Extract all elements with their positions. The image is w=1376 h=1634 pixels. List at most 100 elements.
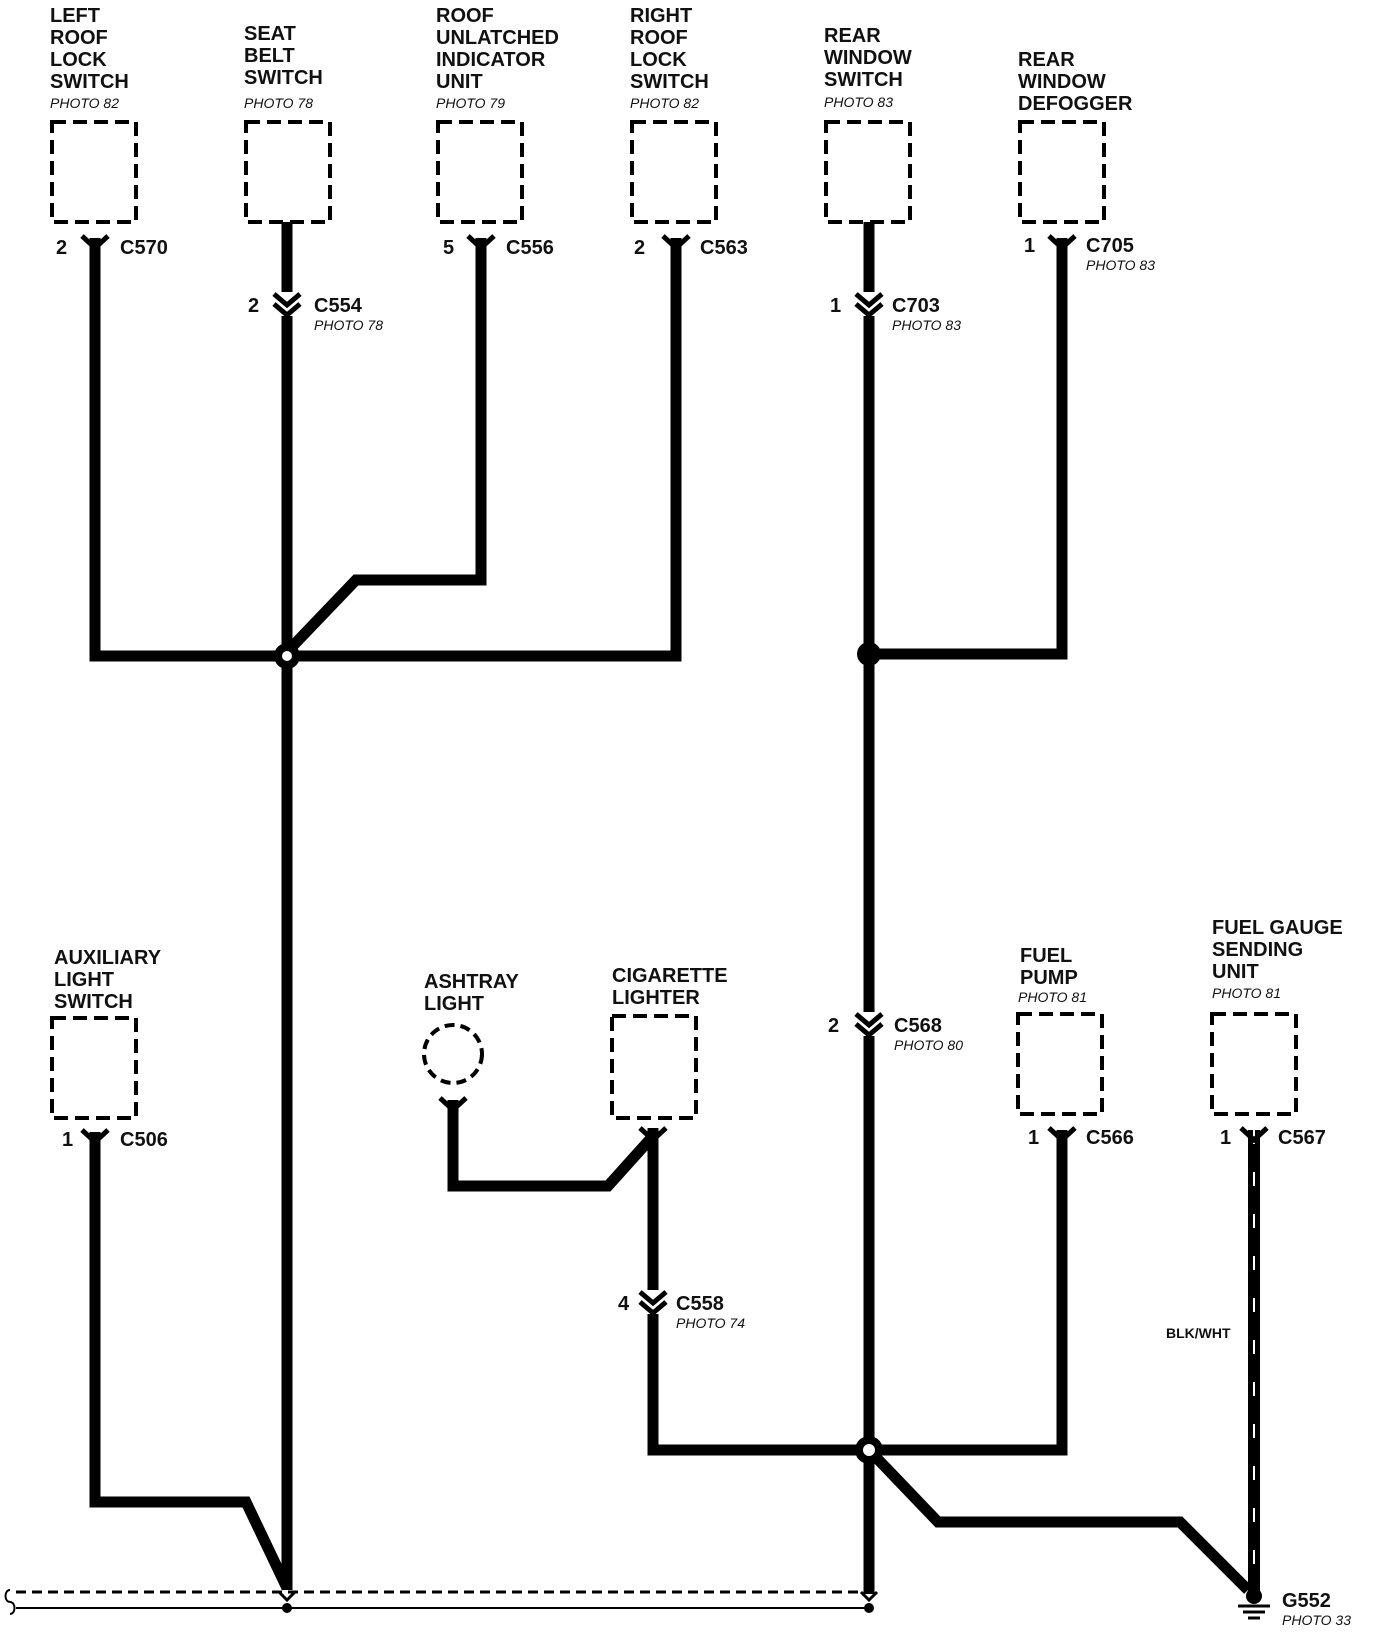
c567-connector-symbol bbox=[1239, 1126, 1269, 1144]
svg-text:2: 2 bbox=[828, 1015, 839, 1037]
svg-text:UNIT: UNIT bbox=[1212, 961, 1259, 983]
c566-connector-symbol bbox=[1047, 1126, 1077, 1144]
c568-inline-connector-symbol bbox=[854, 1012, 884, 1039]
svg-text:C568: C568 bbox=[894, 1015, 942, 1037]
c570-connector-label: 2 C570 bbox=[56, 237, 168, 259]
c558-connector-label: 4 C558 PHOTO 74 bbox=[618, 1293, 745, 1331]
svg-text:SENDING: SENDING bbox=[1212, 939, 1303, 961]
svg-text:ASHTRAY: ASHTRAY bbox=[424, 971, 519, 993]
blk-wht-wire-color-label: BLK/WHT bbox=[1166, 1325, 1231, 1341]
c703-connector-label: 1 C703 PHOTO 83 bbox=[830, 295, 961, 333]
svg-text:PHOTO 78: PHOTO 78 bbox=[244, 95, 313, 111]
splice-left-upper-center bbox=[282, 651, 292, 661]
rear-window-defogger-wire bbox=[869, 238, 1068, 660]
c563-connector-symbol bbox=[661, 234, 691, 252]
svg-text:C556: C556 bbox=[506, 237, 554, 259]
svg-text:C558: C558 bbox=[676, 1293, 724, 1315]
dashed-bus-line bbox=[4, 1589, 879, 1615]
fuel-pump-wire bbox=[869, 1130, 1068, 1456]
svg-text:LIGHT: LIGHT bbox=[424, 993, 484, 1015]
ashtray-light-bulb-symbol bbox=[422, 1023, 484, 1085]
svg-text:UNIT: UNIT bbox=[436, 71, 483, 93]
ashtray-light-wire bbox=[447, 1100, 658, 1192]
svg-text:1: 1 bbox=[830, 295, 841, 317]
svg-text:SWITCH: SWITCH bbox=[630, 71, 709, 93]
svg-text:AUXILIARY: AUXILIARY bbox=[54, 947, 162, 969]
fuel-gauge-sending-unit-box bbox=[1210, 1012, 1298, 1116]
svg-text:PHOTO 78: PHOTO 78 bbox=[314, 317, 383, 333]
svg-text:C554: C554 bbox=[314, 295, 363, 317]
c506-connector-symbol bbox=[80, 1128, 110, 1146]
svg-text:ROOF: ROOF bbox=[436, 5, 494, 27]
svg-text:DEFOGGER: DEFOGGER bbox=[1018, 93, 1133, 115]
svg-text:ROOF: ROOF bbox=[630, 27, 688, 49]
svg-text:CIGARETTE: CIGARETTE bbox=[612, 965, 728, 987]
svg-text:PHOTO 81: PHOTO 81 bbox=[1212, 985, 1281, 1001]
rear-window-switch-label: REAR WINDOW SWITCH PHOTO 83 bbox=[824, 25, 912, 110]
svg-text:1: 1 bbox=[1220, 1127, 1231, 1149]
svg-text:2: 2 bbox=[248, 295, 259, 317]
cigarette-lighter-box bbox=[610, 1014, 698, 1120]
c554-inline-connector-symbol bbox=[272, 292, 302, 319]
svg-text:INDICATOR: INDICATOR bbox=[436, 49, 546, 71]
fuel-pump-box bbox=[1016, 1012, 1104, 1116]
seat-belt-switch-label: SEAT BELT SWITCH PHOTO 78 bbox=[244, 23, 323, 111]
c558-inline-connector-symbol bbox=[638, 1290, 668, 1317]
seat-belt-switch-box bbox=[244, 120, 332, 224]
svg-text:PHOTO 82: PHOTO 82 bbox=[630, 95, 699, 111]
svg-text:SEAT: SEAT bbox=[244, 23, 296, 45]
right-roof-lock-switch-label: RIGHT ROOF LOCK SWITCH PHOTO 82 bbox=[630, 5, 709, 111]
ground-g552-symbol bbox=[1238, 1588, 1270, 1620]
roof-unlatched-indicator-unit-label: ROOF UNLATCHED INDICATOR UNIT PHOTO 79 bbox=[436, 5, 559, 111]
svg-text:G552: G552 bbox=[1282, 1590, 1331, 1612]
c556-connector-label: 5 C556 bbox=[443, 237, 554, 259]
svg-text:UNLATCHED: UNLATCHED bbox=[436, 27, 559, 49]
svg-text:LEFT: LEFT bbox=[50, 5, 100, 27]
svg-text:REAR: REAR bbox=[1018, 49, 1075, 71]
splice-right-upper bbox=[857, 642, 881, 666]
left-roof-lock-switch-box bbox=[50, 120, 138, 224]
svg-text:PHOTO 74: PHOTO 74 bbox=[676, 1315, 745, 1331]
svg-text:PHOTO 33: PHOTO 33 bbox=[1282, 1612, 1351, 1628]
c705-connector-symbol bbox=[1047, 234, 1077, 252]
svg-text:ROOF: ROOF bbox=[50, 27, 108, 49]
svg-text:1: 1 bbox=[1024, 235, 1035, 257]
left-roof-lock-wire bbox=[89, 238, 287, 662]
left-roof-lock-switch-label: LEFT ROOF LOCK SWITCH PHOTO 82 bbox=[50, 5, 129, 111]
svg-text:PHOTO 80: PHOTO 80 bbox=[894, 1037, 963, 1053]
right-roof-lock-switch-box bbox=[630, 120, 718, 224]
svg-text:FUEL GAUGE: FUEL GAUGE bbox=[1212, 917, 1343, 939]
ground-g552-label: G552 PHOTO 33 bbox=[1282, 1590, 1351, 1628]
svg-text:REAR: REAR bbox=[824, 25, 881, 47]
svg-text:LIGHT: LIGHT bbox=[54, 969, 114, 991]
cigarette-lighter-connector-symbol bbox=[638, 1126, 668, 1144]
svg-text:LIGHTER: LIGHTER bbox=[612, 987, 700, 1009]
svg-text:PHOTO 82: PHOTO 82 bbox=[50, 95, 119, 111]
ashtray-light-connector-symbol bbox=[438, 1096, 468, 1114]
svg-text:C703: C703 bbox=[892, 295, 940, 317]
cigarette-lighter-wire bbox=[647, 1128, 869, 1456]
svg-text:2: 2 bbox=[56, 237, 67, 259]
svg-text:LOCK: LOCK bbox=[630, 49, 687, 71]
c568-connector-label: 2 C568 PHOTO 80 bbox=[828, 1015, 963, 1053]
rear-window-defogger-label: REAR WINDOW DEFOGGER bbox=[1018, 49, 1133, 115]
c556-connector-symbol bbox=[466, 234, 496, 252]
fuel-gauge-sending-unit-label: FUEL GAUGE SENDING UNIT PHOTO 81 bbox=[1212, 917, 1343, 1001]
svg-text:LOCK: LOCK bbox=[50, 49, 107, 71]
svg-text:C566: C566 bbox=[1086, 1127, 1134, 1149]
c705-connector-label: 1 C705 PHOTO 83 bbox=[1024, 235, 1155, 273]
ground-wire-to-g552 bbox=[865, 1446, 1252, 1594]
svg-text:RIGHT: RIGHT bbox=[630, 5, 692, 27]
svg-text:SWITCH: SWITCH bbox=[244, 67, 323, 89]
svg-text:SWITCH: SWITCH bbox=[824, 69, 903, 91]
fuel-pump-label: FUEL PUMP PHOTO 81 bbox=[1018, 945, 1087, 1005]
c506-connector-label: 1 C506 bbox=[62, 1129, 168, 1151]
svg-text:4: 4 bbox=[618, 1293, 630, 1315]
c703-inline-connector-symbol bbox=[854, 292, 884, 319]
svg-text:SWITCH: SWITCH bbox=[54, 991, 133, 1013]
rear-window-switch-box bbox=[824, 120, 912, 224]
cigarette-lighter-label: CIGARETTE LIGHTER bbox=[612, 965, 728, 1009]
svg-text:PHOTO 81: PHOTO 81 bbox=[1018, 989, 1087, 1005]
svg-text:1: 1 bbox=[1028, 1127, 1039, 1149]
